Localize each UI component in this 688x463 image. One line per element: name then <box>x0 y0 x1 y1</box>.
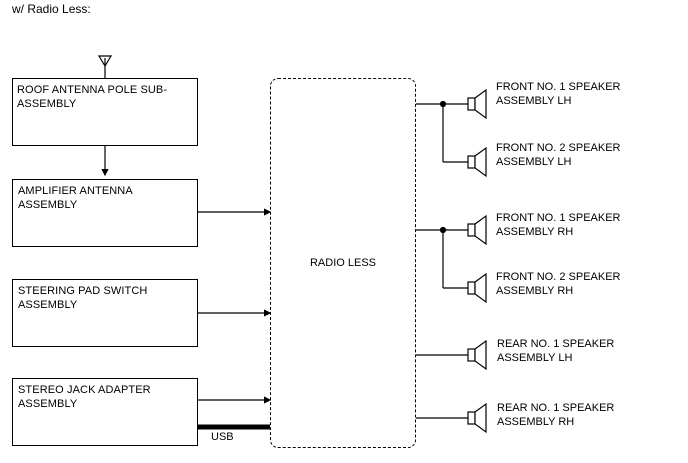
usb-label: USB <box>211 431 234 443</box>
wire-front-lh-group <box>416 100 468 163</box>
speaker-label-rear1-rh: REAR NO. 1 SPEAKER ASSEMBLY RH <box>497 402 615 428</box>
speaker-label-rear1-lh: REAR NO. 1 SPEAKER ASSEMBLY LH <box>497 338 615 364</box>
speaker-label-front2-rh: FRONT NO. 2 SPEAKER ASSEMBLY RH <box>496 271 621 297</box>
wire-front-rh-group <box>416 226 468 289</box>
steering-pad-switch-box: STEERING PAD SWITCH ASSEMBLY <box>12 279 198 347</box>
diagram-caption: w/ Radio Less: <box>12 2 91 16</box>
speaker-icon <box>467 214 487 246</box>
speaker-icon <box>467 88 487 120</box>
speaker-icon <box>467 402 487 434</box>
speaker-label-front2-lh: FRONT NO. 2 SPEAKER ASSEMBLY LH <box>496 142 621 168</box>
antenna-icon <box>97 55 113 79</box>
speaker-label-front1-rh: FRONT NO. 1 SPEAKER ASSEMBLY RH <box>496 212 621 238</box>
speaker-icon <box>467 339 487 371</box>
speaker-icon <box>467 146 487 178</box>
amplifier-antenna-box: AMPLIFIER ANTENNA ASSEMBLY <box>12 179 198 247</box>
roof-antenna-label: ROOF ANTENNA POLE SUB-ASSEMBLY <box>17 84 168 110</box>
radio-less-box: RADIO LESS <box>270 78 416 448</box>
stereo-jack-adapter-box: STEREO JACK ADAPTER ASSEMBLY <box>12 378 198 446</box>
amplifier-antenna-label: AMPLIFIER ANTENNA ASSEMBLY <box>18 185 133 211</box>
speaker-icon <box>467 272 487 304</box>
radio-less-label: RADIO LESS <box>309 257 377 269</box>
steering-pad-switch-label: STEERING PAD SWITCH ASSEMBLY <box>18 285 148 311</box>
roof-antenna-box: ROOF ANTENNA POLE SUB-ASSEMBLY <box>12 78 198 146</box>
stereo-jack-adapter-label: STEREO JACK ADAPTER ASSEMBLY <box>18 384 151 410</box>
speaker-label-front1-lh: FRONT NO. 1 SPEAKER ASSEMBLY LH <box>496 81 621 107</box>
